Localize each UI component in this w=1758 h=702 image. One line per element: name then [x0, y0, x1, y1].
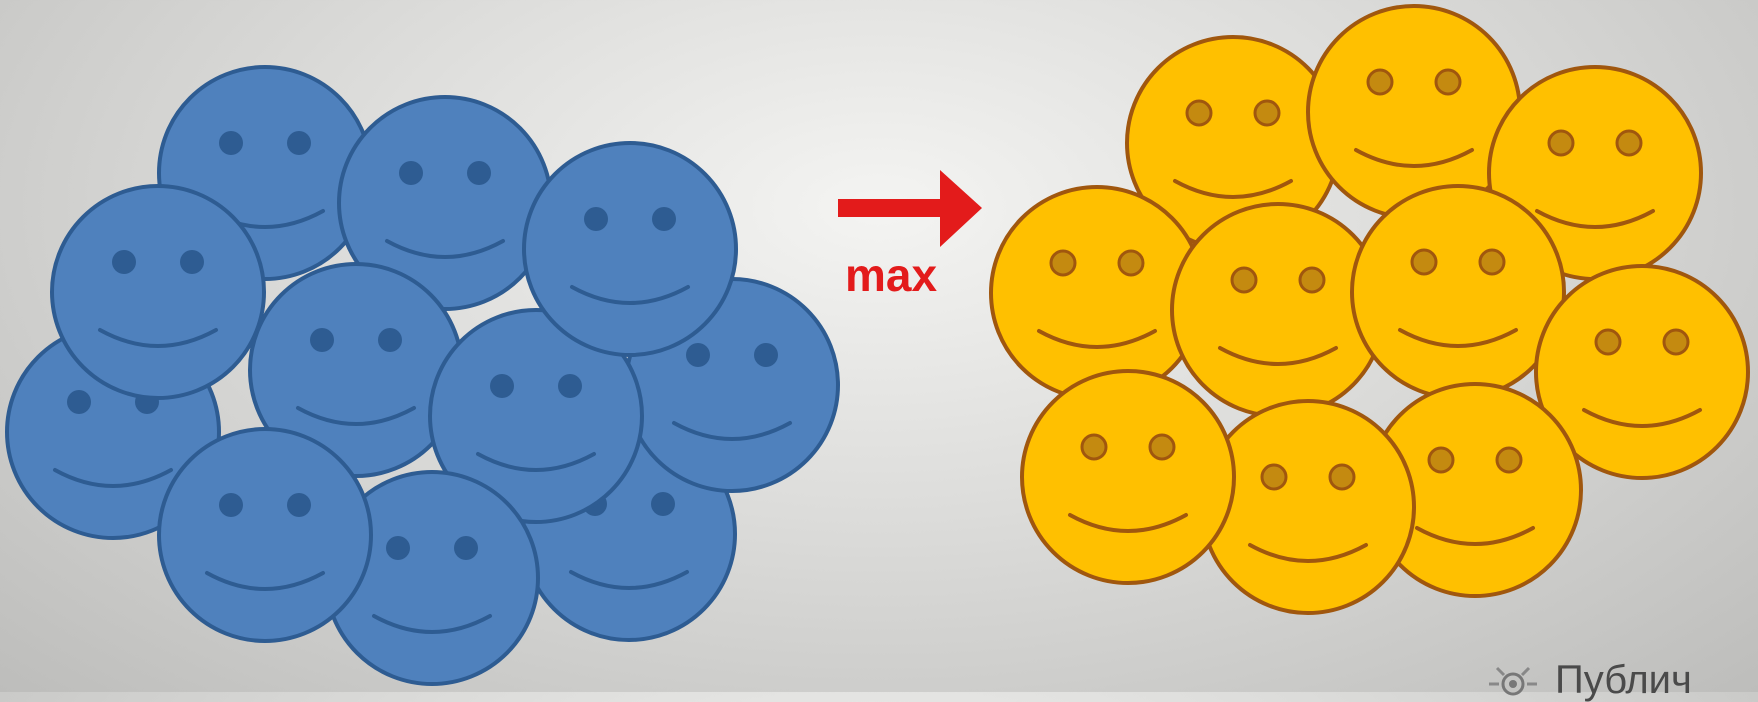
smiley-face-icon [1170, 202, 1386, 418]
watermark-text: Публич [1555, 658, 1692, 702]
smiley-face-icon [522, 141, 738, 357]
smiley-face-icon [324, 470, 540, 686]
smiley-face-icon [1125, 35, 1341, 251]
watermark: Публич [1485, 660, 1692, 700]
smiley-face-icon [157, 427, 373, 643]
smiley-face-icon [989, 185, 1205, 401]
watermark-logo-icon [1489, 666, 1537, 696]
smiley-face-icon [1200, 399, 1416, 615]
smiley-face-icon [1350, 184, 1566, 400]
smiley-face-icon [1534, 264, 1750, 480]
blue-smiley-group [5, 65, 840, 686]
right-arrow-icon [838, 170, 982, 247]
max-caption: max [845, 249, 938, 301]
smiley-face-icon [1020, 369, 1236, 585]
smiley-face-icon [1306, 4, 1522, 220]
smiley-face-icon [50, 184, 266, 400]
smiley-face-icon [428, 308, 644, 524]
yellow-smiley-group [989, 4, 1750, 615]
smiley-face-icon [1367, 382, 1583, 598]
